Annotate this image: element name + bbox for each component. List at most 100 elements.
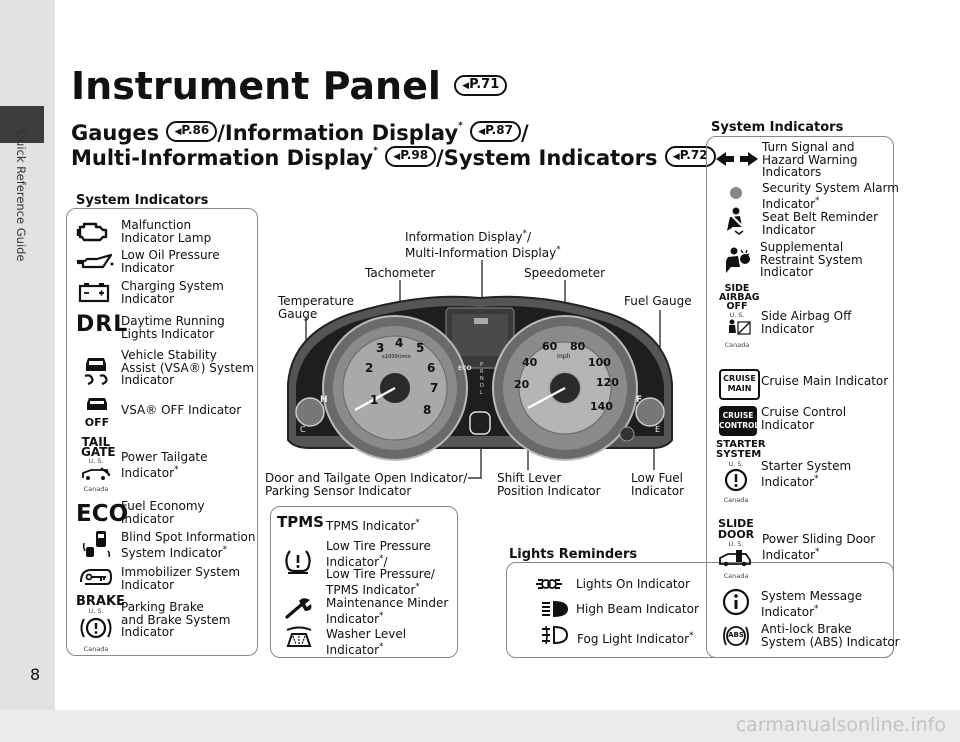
mid-panel (270, 506, 458, 658)
lights-on-icon (532, 574, 566, 598)
speed-num-100: 100 (588, 356, 611, 369)
svg-text:E: E (655, 425, 660, 434)
title-page-ref[interactable]: ◀P.71 (454, 75, 508, 96)
eco-icon: ECO (76, 501, 129, 527)
heading-mid: Multi-Information Display (71, 146, 374, 170)
brake-icon: BRAKE U. S. Canada (76, 594, 125, 653)
high-beam-icon (540, 599, 570, 623)
right-panel-title: System Indicators (711, 120, 844, 135)
abs-icon: ABS (722, 623, 750, 649)
heading-line-2: Multi-Information Display* ◀P.98/System … (71, 145, 716, 170)
drl-icon: DRL (76, 312, 129, 337)
callout-speedometer: Speedometer (524, 266, 606, 280)
battery-icon (78, 281, 110, 307)
oil-can-icon (75, 253, 115, 277)
fog-light-label: Fog Light Indicator* (577, 631, 694, 646)
tach-num-5: 5 (416, 341, 424, 355)
vsa-icon (82, 354, 110, 390)
fog-light-icon (540, 624, 570, 650)
vsa-off-label: VSA® OFF Indicator (121, 403, 242, 417)
page-title-text: Instrument Panel (71, 64, 441, 108)
info-page-ref[interactable]: ◀P.87 (470, 120, 521, 142)
svg-text:F: F (636, 395, 642, 405)
callout-door-open: Door and Tailgate Open Indicator/Parking… (265, 471, 468, 498)
tach-num-8: 8 (423, 403, 431, 417)
tach-num-3: 3 (376, 341, 384, 355)
lights-panel-title: Lights Reminders (509, 547, 638, 562)
speed-num-60: 60 (542, 340, 558, 353)
svg-text:ECO: ECO (458, 365, 472, 372)
speed-unit: mph (557, 353, 571, 360)
svg-text:D: D (480, 383, 484, 389)
gauges-page-ref[interactable]: ◀P.86 (166, 120, 218, 142)
tach-unit: x1000r/min (382, 354, 411, 360)
instrument-cluster: 1 2 3 4 5 6 7 8 x1000r/min 20 40 60 80 1… (287, 260, 673, 479)
starter-system-icon: STARTER SYSTEM U. S. Canada (716, 439, 766, 505)
tpms-label: TPMS Indicator* (326, 518, 420, 533)
srs-icon (722, 247, 750, 279)
page-number: 8 (30, 665, 41, 684)
lights-on-label: Lights On Indicator (576, 577, 690, 591)
tire-pressure-icon (284, 549, 312, 579)
turn-signal-icon (714, 150, 760, 172)
info-icon (722, 588, 750, 620)
svg-text:N: N (480, 376, 484, 382)
washer-icon (284, 626, 314, 654)
sidebar-label: Quick Reference Guide (14, 130, 28, 262)
speed-num-140: 140 (590, 400, 613, 413)
seatbelt-icon (723, 207, 749, 239)
tach-num-2: 2 (365, 361, 373, 375)
callout-info-display: Information Display*/Multi-Information D… (405, 229, 561, 260)
immobilizer-icon (79, 568, 113, 590)
speed-num-120: 120 (596, 376, 619, 389)
high-beam-label: High Beam Indicator (576, 602, 699, 616)
callout-tachometer: Tachometer (365, 266, 436, 280)
right-panel (706, 136, 894, 658)
speed-num-80: 80 (570, 340, 586, 353)
watermark: carmanualsonline.info (735, 714, 946, 736)
sys-page-ref[interactable]: ◀P.72 (664, 145, 716, 167)
left-panel-title: System Indicators (76, 193, 209, 208)
footer-bar (0, 710, 960, 742)
svg-text:P: P (480, 362, 483, 368)
heading-gauges: Gauges (71, 121, 160, 145)
cruise-main-label: Cruise Main Indicator (761, 374, 889, 388)
cruise-control-icon: CRUISE CONTROL (719, 406, 759, 436)
security-icon (729, 185, 743, 204)
slide-door-icon: SLIDE DOOR U. S. Canada (717, 517, 755, 580)
vsa-off-icon: OFF (84, 396, 110, 428)
engine-icon (76, 219, 108, 247)
tach-num-6: 6 (427, 361, 435, 375)
left-panel (66, 208, 258, 656)
svg-text:C: C (300, 425, 306, 434)
tach-num-4: 4 (395, 336, 403, 350)
svg-text:H: H (320, 395, 328, 405)
tailgate-icon: TAIL GATE U. S. Canada (81, 435, 116, 493)
wrench-icon (283, 597, 313, 623)
tpms-icon: TPMS (277, 513, 324, 531)
cruise-main-icon: CRUISE MAIN (719, 369, 760, 400)
callout-fuel-gauge: Fuel Gauge (624, 294, 692, 308)
svg-text:L: L (480, 390, 483, 396)
mid-page-ref[interactable]: ◀P.98 (385, 145, 437, 167)
